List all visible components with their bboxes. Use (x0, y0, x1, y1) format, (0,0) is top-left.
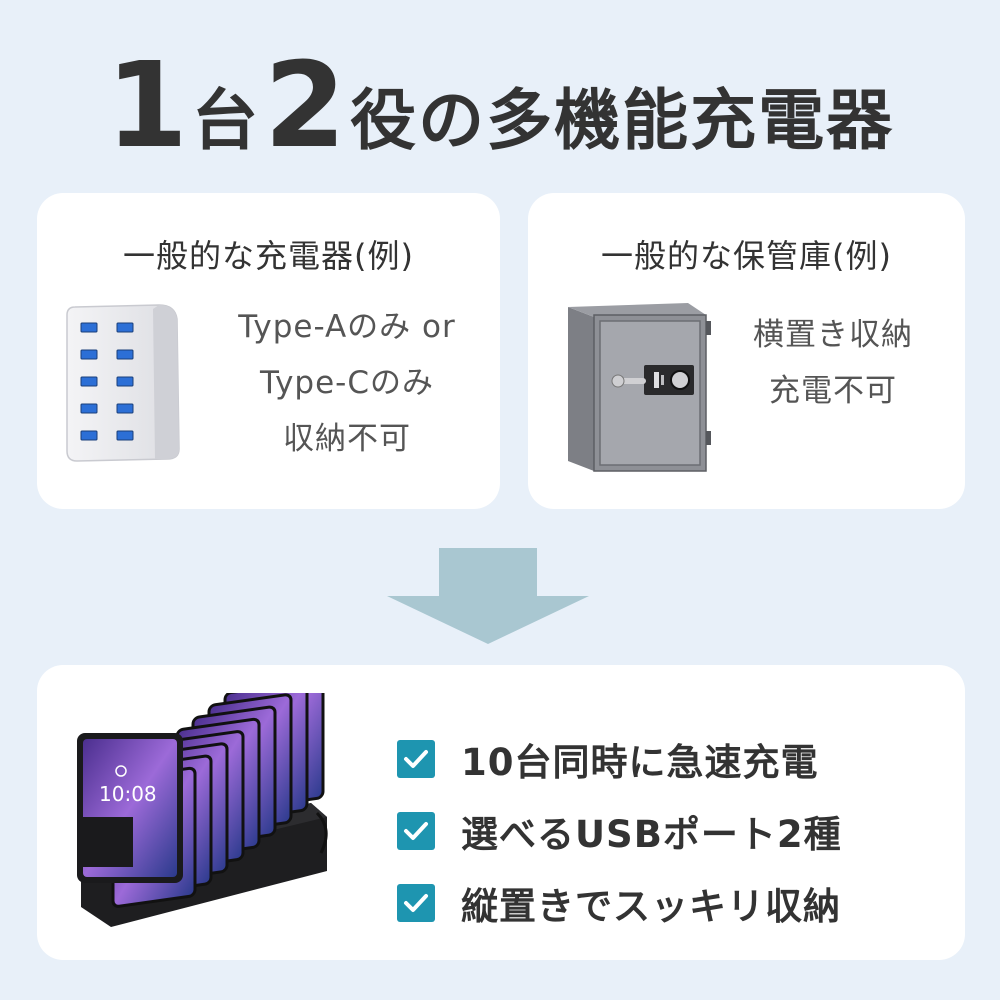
headline: 1 台 2 役の多機能充電器 (0, 34, 1000, 164)
general-safe-card: 一般的な保管庫(例) 横置き収納 充電不可 (528, 193, 965, 509)
tablet-screen-time: 10:08 (99, 782, 157, 806)
headline-rest: 役の多機能充電器 (350, 82, 895, 159)
headline-unit: 台 (192, 82, 258, 159)
safe-card-title: 一般的な保管庫(例) (601, 237, 892, 275)
safe-desc-line: 充電不可 (769, 373, 897, 409)
feature-list: 10台同時に急速充電 選べるUSBポート2種 縦置きでスッキリ収納 (397, 723, 937, 939)
headline-number-2: 2 (264, 36, 346, 174)
safe-icon (568, 303, 711, 472)
headline-number-1: 1 (105, 36, 188, 174)
feature-item: 選べるUSBポート2種 (397, 795, 937, 867)
product-card: 10:08 10台同時に急速充電 選べるUSBポート2種 縦置きでスッキリ収納 (37, 665, 965, 960)
charger-desc-line: Type-Cのみ (259, 365, 435, 401)
arrow-down-icon (387, 548, 589, 644)
feature-text: 選べるUSBポート2種 (461, 813, 842, 856)
safe-desc-line: 横置き収納 (753, 317, 913, 353)
charger-card-title: 一般的な充電器(例) (123, 237, 414, 275)
charger-card-description: Type-Aのみ or Type-Cのみ 収納不可 (197, 299, 497, 467)
check-icon (397, 740, 435, 778)
check-icon (397, 884, 435, 922)
feature-text: 縦置きでスッキリ収納 (461, 885, 841, 928)
check-icon (397, 812, 435, 850)
charger-desc-line: Type-Aのみ or (238, 309, 456, 345)
tablet-charging-station-icon: 10:08 (77, 693, 328, 927)
feature-item: 10台同時に急速充電 (397, 723, 937, 795)
general-charger-card: 一般的な充電器(例) Type-Aのみ or Type-Cのみ 収納不可 (37, 193, 500, 509)
usb-charger-icon (66, 304, 180, 462)
feature-item: 縦置きでスッキリ収納 (397, 867, 937, 939)
charger-desc-line: 収納不可 (283, 421, 411, 457)
safe-card-description: 横置き収納 充電不可 (718, 307, 948, 419)
feature-text: 10台同時に急速充電 (461, 741, 819, 784)
